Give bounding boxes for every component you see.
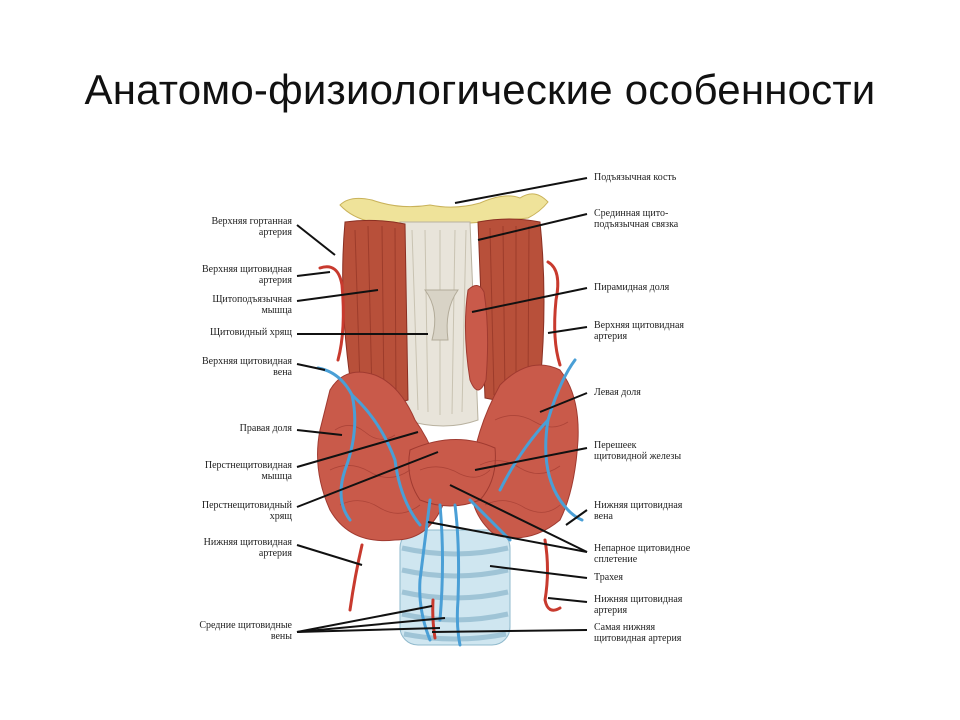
leader-line-inferior-thyroid-artery-right	[296, 544, 363, 566]
leader-line-isthmus	[474, 447, 588, 471]
label-cricoid-cartilage: Перстнещитовидный хрящ	[201, 500, 292, 522]
leader-line-left-lobe	[539, 392, 588, 413]
label-inferior-thyroid-vein: Нижняя щитовидная вена	[594, 500, 683, 522]
trachea-shape	[399, 529, 511, 646]
leader-line-superior-thyroid-artery-right	[296, 271, 331, 277]
leader-line-pyramidal-lobe	[471, 287, 588, 313]
leader-line-inferior-thyroid-vein	[565, 509, 588, 526]
leader-line-middle-thyroid-veins-2	[296, 627, 441, 633]
leader-line-thyrohyoid-muscle	[296, 289, 379, 302]
leader-line-unpaired-thyroid-plexus-2	[449, 484, 588, 553]
label-superior-thyroid-vein: Верхняя щитовидная вена	[202, 356, 292, 378]
label-inferior-thyroid-artery-left: Нижняя щитовидная артерия	[594, 594, 683, 616]
label-thyrohyoid-muscle: Щитоподъязычная мышца	[212, 294, 292, 316]
label-middle-thyroid-veins: Средние щитовидные вены	[199, 620, 292, 642]
veins	[316, 358, 584, 647]
leader-line-right-lobe	[296, 429, 343, 436]
label-superior-thyroid-artery-right: Верхняя щитовидная артерия	[202, 264, 292, 286]
label-superior-thyroid-artery-left: Верхняя щитовидная артерия	[594, 320, 684, 342]
label-median-thyrohyoid-ligament: Срединная щито- подъязычная связка	[594, 208, 679, 230]
label-isthmus: Перешеек щитовидной железы	[594, 440, 682, 462]
leader-line-hyoid-bone	[454, 177, 588, 204]
leader-line-median-thyrohyoid-ligament	[477, 213, 588, 241]
label-superior-laryngeal-artery: Верхняя гортанная артерия	[211, 216, 292, 238]
label-inferior-thyroid-artery-right: Нижняя щитовидная артерия	[203, 537, 292, 559]
label-left-lobe: Левая доля	[594, 387, 641, 398]
slide-title: Анатомо-физиологические особенности	[84, 66, 876, 113]
leader-line-middle-thyroid-veins-3	[296, 617, 446, 633]
pyramidal-lobe-shape	[464, 285, 489, 391]
label-cricothyroid-muscle: Перстнещитовидная мышца	[204, 460, 292, 482]
leader-line-cricothyroid-muscle	[296, 431, 419, 468]
label-hyoid-bone: Подъязычная кость	[594, 172, 677, 183]
leader-line-thyroid-ima-artery	[431, 629, 588, 633]
label-trachea: Трахея	[594, 572, 623, 583]
leader-line-superior-thyroid-vein	[296, 363, 326, 371]
leader-line-inferior-thyroid-artery-left	[547, 597, 588, 603]
label-thyroid-ima-artery: Самая нижняя щитовидная артерия	[594, 622, 682, 644]
label-thyroid-cartilage: Щитовидный хрящ	[209, 327, 292, 338]
leader-line-middle-thyroid-veins	[296, 605, 433, 633]
leader-line-unpaired-thyroid-plexus	[427, 521, 588, 553]
label-right-lobe: Правая доля	[239, 423, 292, 434]
leader-line-superior-thyroid-artery-left	[547, 326, 588, 334]
leader-line-trachea	[489, 565, 588, 579]
leader-line-cricoid-cartilage	[296, 451, 439, 508]
label-unpaired-thyroid-plexus: Непарное щитовидное сплетение	[594, 543, 691, 565]
leader-line-superior-laryngeal-artery	[296, 224, 336, 256]
label-pyramidal-lobe: Пирамидная доля	[594, 282, 670, 293]
